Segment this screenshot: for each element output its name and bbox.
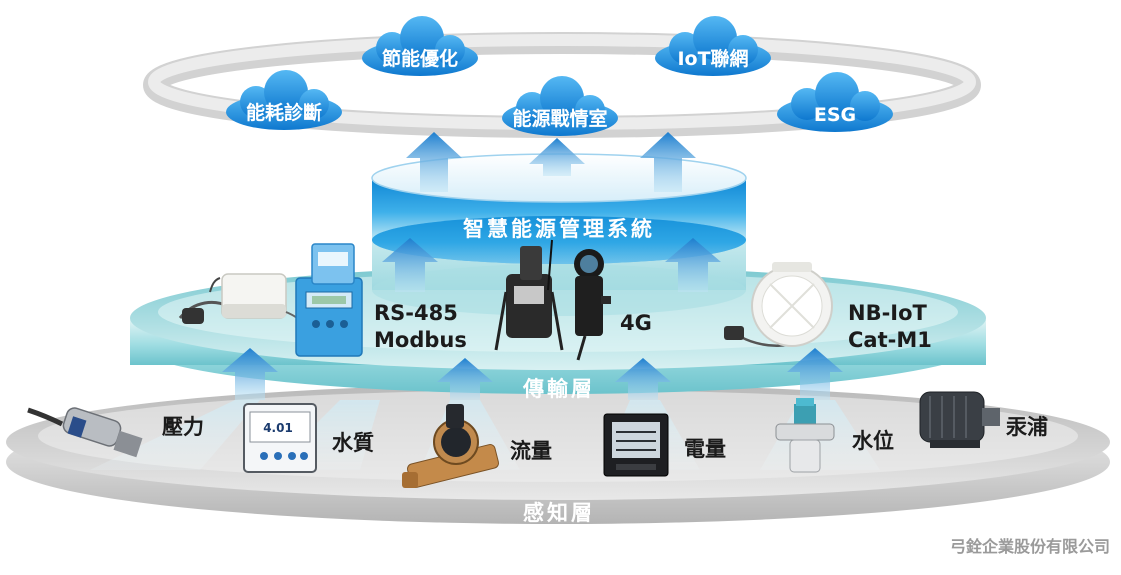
flow-label: 流量 xyxy=(510,439,552,463)
cloud-iot[interactable]: IoT聯網 xyxy=(655,16,771,76)
rs485-label: RS-485 xyxy=(374,301,458,325)
power-meter-device xyxy=(603,413,669,477)
4g-meter-device xyxy=(574,249,611,361)
arrows-to-transmission xyxy=(222,348,843,400)
arrows-to-cloud xyxy=(406,132,696,192)
arrows-to-system xyxy=(382,238,721,292)
cloud-label: 能源戰情室 xyxy=(512,107,607,130)
water-level-sensor-device xyxy=(775,398,835,473)
water-quality-meter-device: 4.01 xyxy=(243,403,317,473)
pump-label: 汞浦 xyxy=(1005,415,1048,439)
electricity-label: 電量 xyxy=(684,437,726,461)
cloud-energy-optimization[interactable]: 節能優化 xyxy=(362,16,478,76)
cloud-esg[interactable]: ESG xyxy=(777,72,893,132)
company-name: 弓銓企業股份有限公司 xyxy=(950,537,1110,556)
4g-label: 4G xyxy=(620,311,652,335)
transmission-layer-label: 傳輸層 xyxy=(522,377,595,401)
pressure-label: 壓力 xyxy=(162,415,204,439)
cloud-label: ESG xyxy=(814,104,856,126)
meter-reading: 4.01 xyxy=(263,421,293,435)
water-quality-label: 水質 xyxy=(332,431,374,455)
cloud-label: 節能優化 xyxy=(382,47,458,70)
pressure-sensor-device xyxy=(27,407,143,458)
flow-meter-device xyxy=(402,404,500,488)
4g-logger-device xyxy=(494,239,564,351)
gateway-box-device xyxy=(178,273,304,335)
nbiot-label: NB-IoT xyxy=(848,301,928,325)
system-label: 智慧能源管理系統 xyxy=(463,217,655,241)
cloud-label: IoT聯網 xyxy=(677,47,748,70)
water-level-label: 水位 xyxy=(852,429,894,453)
perception-layer-label: 感知層 xyxy=(523,501,595,525)
catm1-label: Cat-M1 xyxy=(848,328,932,352)
cloud-war-room[interactable]: 能源戰情室 xyxy=(502,76,618,136)
pump-motor-device xyxy=(919,391,1000,448)
nbiot-sensor-device xyxy=(724,262,833,347)
cloud-label: 能耗診斷 xyxy=(246,101,322,124)
cloud-diagnosis[interactable]: 能耗診斷 xyxy=(226,70,342,130)
modbus-label: Modbus xyxy=(374,328,467,352)
rs485-panel-device xyxy=(295,243,363,357)
